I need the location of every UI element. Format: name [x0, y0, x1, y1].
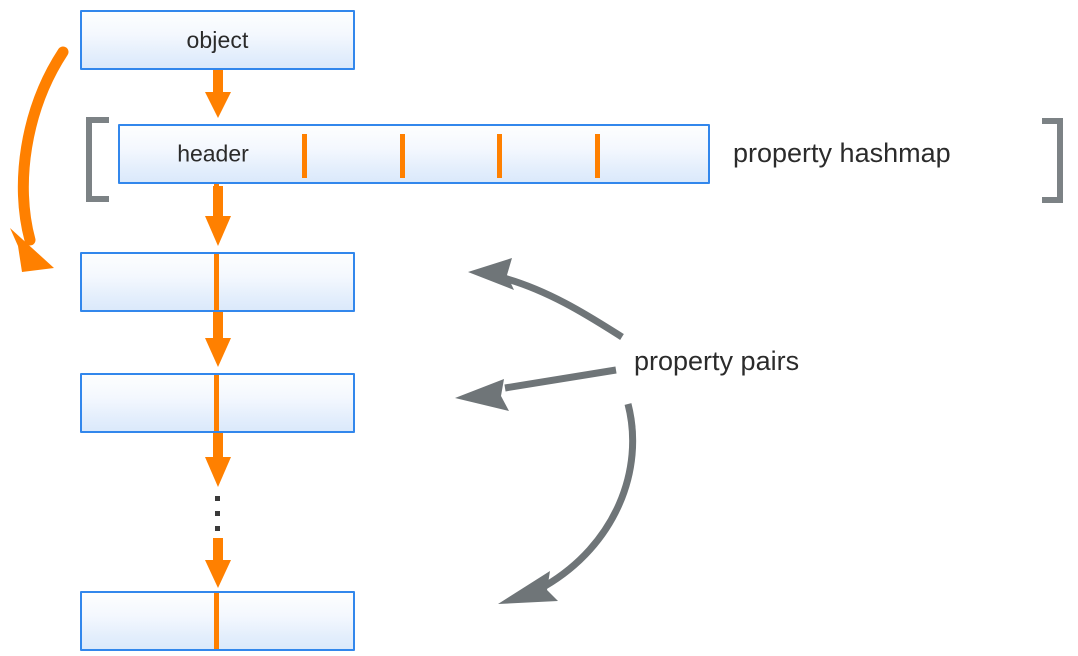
orange-arrow-pair1-to-pair2	[205, 312, 231, 367]
left-bracket	[86, 117, 109, 202]
property-hashmap-label: property hashmap	[733, 138, 951, 168]
pair-box-2[interactable]	[80, 373, 355, 433]
orange-arrow-ellipsis-to-pair3	[205, 538, 231, 588]
pair-box-1[interactable]	[80, 252, 355, 312]
object-box-label: object	[186, 26, 249, 53]
hashmap-box[interactable]: header	[118, 124, 710, 184]
orange-curved-arrow	[10, 46, 69, 272]
object-box[interactable]: object	[80, 10, 355, 70]
right-bracket	[1042, 118, 1063, 203]
gray-arrow-upper	[468, 258, 624, 340]
ellipsis-dot-2	[215, 511, 220, 516]
orange-arrow-object-to-hashmap	[205, 70, 231, 118]
vertical-ellipsis	[215, 496, 220, 531]
gray-arrow-middle	[455, 366, 617, 411]
hashmap-header-label: header	[177, 140, 249, 167]
ellipsis-dot-3	[215, 526, 220, 531]
chain-line-hashmap	[214, 184, 219, 228]
orange-arrow-pair2-to-ellipsis	[205, 433, 231, 487]
pair-box-3[interactable]	[80, 591, 355, 651]
gray-arrow-lower	[498, 403, 637, 604]
orange-arrow-hashmap-to-pair1	[205, 186, 231, 246]
ellipsis-dot-1	[215, 496, 220, 501]
property-pairs-label: property pairs	[634, 346, 800, 376]
